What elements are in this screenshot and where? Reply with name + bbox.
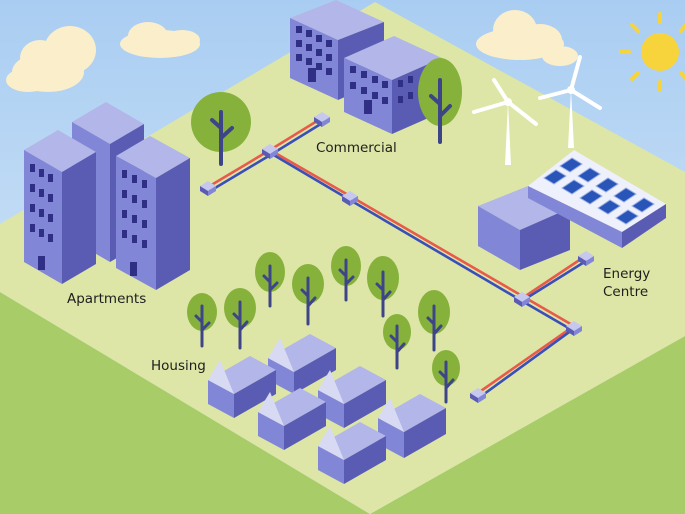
house-icon xyxy=(268,334,336,394)
pipe-junction-icon xyxy=(262,144,278,159)
tree-icon xyxy=(367,256,399,318)
apartment-building-icon xyxy=(24,130,96,284)
apartment-building-icon xyxy=(116,136,190,290)
tree-icon xyxy=(191,92,251,166)
solar-panel-icon xyxy=(528,150,666,248)
tree-icon xyxy=(418,58,462,144)
pipe-junction-icon xyxy=(514,292,530,307)
energy-centre-label-line1: Energy xyxy=(603,266,651,282)
tree-icon xyxy=(224,288,256,350)
tree-icon xyxy=(255,252,285,308)
pipe-junction-icon xyxy=(200,181,216,196)
house-icon xyxy=(318,366,386,428)
house-icon xyxy=(378,394,446,458)
pipe-junction-icon xyxy=(566,321,582,336)
energy-centre-label-line2: Centre xyxy=(603,284,649,300)
pipe-junction-icon xyxy=(578,251,594,266)
housing-label: Housing xyxy=(151,358,206,374)
tree-icon xyxy=(331,246,361,302)
commercial-label: Commercial xyxy=(316,140,397,156)
tree-icon xyxy=(187,293,217,348)
pipe-junction-icon xyxy=(314,112,330,127)
house-icon xyxy=(208,356,276,418)
tree-icon xyxy=(383,314,411,370)
cloud-icon xyxy=(6,26,96,92)
pipe-junction-icon xyxy=(342,191,358,206)
tree-icon xyxy=(432,350,460,404)
apartments-label: Apartments xyxy=(67,291,147,307)
wind-turbine-icon xyxy=(472,78,538,165)
energy-centre-label: Energy Centre xyxy=(603,265,650,301)
wind-turbine-icon xyxy=(538,55,602,148)
sun-icon xyxy=(619,12,685,92)
tree-icon xyxy=(418,290,450,352)
house-icon xyxy=(258,388,326,450)
pipe-junction-icon xyxy=(470,388,486,403)
cloud-icon xyxy=(120,22,200,58)
house-icon xyxy=(318,422,386,484)
tree-icon xyxy=(292,264,324,326)
cloud-icon xyxy=(476,10,578,66)
